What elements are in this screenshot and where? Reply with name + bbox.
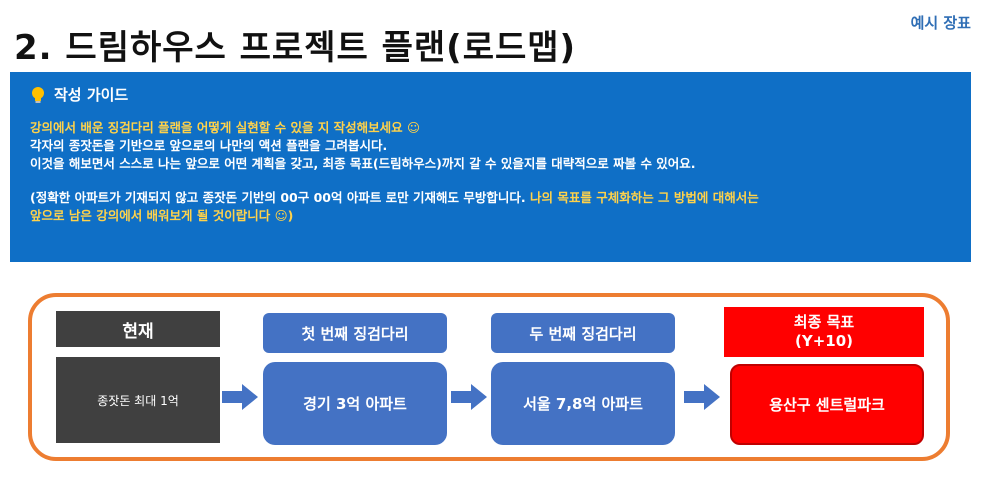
page-title: 2. 드림하우스 프로젝트 플랜(로드맵) [14, 28, 577, 68]
final-goal-label-line1: 최종 목표 [793, 313, 855, 331]
current-value: 종잣돈 최대 1억 [56, 357, 220, 443]
right-arrow-icon [684, 384, 720, 410]
final-goal-label: 최종 목표 (Y+10) [724, 307, 924, 357]
guide-line-2: 각자의 종잣돈을 기반으로 앞으로의 나만의 액션 플랜을 그려봅시다. [30, 138, 388, 153]
lightbulb-icon [30, 86, 46, 104]
guide-panel: 작성 가이드 강의에서 배운 징검다리 플랜을 어떻게 실현할 수 있을 지 작… [10, 72, 971, 262]
guide-line-3: 이것을 해보면서 스스로 나는 앞으로 어떤 계획을 갖고, 최종 목표(드림하… [30, 156, 696, 171]
current-label: 현재 [56, 311, 220, 347]
guide-line-4-note: (정확한 아파트가 기재되지 않고 종잣돈 기반의 00구 00억 아파트 로만… [30, 190, 530, 205]
guide-spacer [30, 173, 951, 189]
right-arrow-icon [222, 384, 258, 410]
sample-tag: 예시 장표 [910, 14, 971, 32]
right-arrow-icon [451, 384, 487, 410]
step1-value: 경기 3억 아파트 [263, 362, 447, 445]
step1-label: 첫 번째 징검다리 [263, 313, 447, 353]
step2-value: 서울 7,8억 아파트 [491, 362, 675, 445]
roadmap-frame [28, 293, 950, 461]
final-goal-value: 용산구 센트럴파크 [730, 364, 924, 445]
guide-line-4: (정확한 아파트가 기재되지 않고 종잣돈 기반의 00구 00억 아파트 로만… [30, 189, 951, 207]
guide-line-1: 강의에서 배운 징검다리 플랜을 어떻게 실현할 수 있을 지 작성해보세요 ☺ [30, 120, 421, 135]
guide-title: 작성 가이드 [54, 86, 129, 104]
guide-line-4-highlight: 나의 목표를 구체화하는 그 방법에 대해서는 [529, 190, 759, 205]
guide-line-5: 앞으로 남은 강의에서 배워보게 될 것이랍니다 ☺) [30, 208, 294, 223]
step2-label: 두 번째 징검다리 [491, 313, 675, 353]
guide-header: 작성 가이드 [30, 84, 951, 105]
final-goal-label-line2: (Y+10) [794, 332, 853, 350]
